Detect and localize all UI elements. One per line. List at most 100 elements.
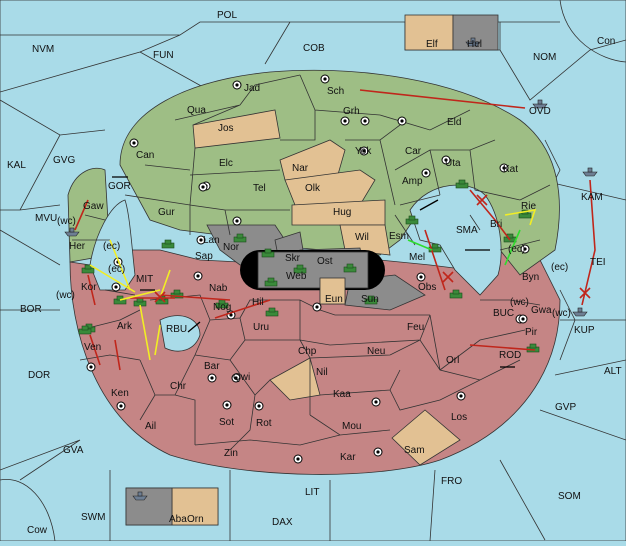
label-red-hil: Hil bbox=[252, 297, 264, 308]
support-lines bbox=[504, 208, 537, 226]
label-green-grh: Grh bbox=[343, 106, 360, 117]
label-green-amp: Amp bbox=[402, 176, 423, 187]
supply-center-dot bbox=[502, 166, 506, 170]
label-sea-mit: MIT bbox=[136, 274, 153, 285]
army-icon[interactable] bbox=[405, 215, 419, 225]
army-icon[interactable] bbox=[449, 289, 463, 299]
label-green-esm: Esm bbox=[389, 231, 409, 242]
army-icon[interactable] bbox=[233, 233, 247, 243]
label-sea-rbu: RBU bbox=[166, 324, 187, 335]
label-red-gwa: Gwa bbox=[531, 305, 552, 316]
label-red-orl: Orl bbox=[446, 355, 459, 366]
order-arrow-icon bbox=[359, 89, 526, 109]
label-sea-fro: FRO bbox=[441, 476, 462, 487]
order-arrow-icon bbox=[581, 179, 596, 306]
prov-nar[interactable] bbox=[279, 139, 346, 186]
label-green-sap: Sap bbox=[195, 251, 213, 262]
supply-center-dot bbox=[444, 158, 448, 162]
label-sea-gvg: GVG bbox=[53, 155, 75, 166]
army-icon[interactable] bbox=[293, 264, 307, 274]
prov-elf[interactable] bbox=[404, 14, 454, 51]
army-icon[interactable] bbox=[343, 263, 357, 273]
supply-center-dot bbox=[132, 141, 136, 145]
army-icon[interactable] bbox=[81, 264, 95, 274]
supply-center-dot bbox=[235, 219, 239, 223]
prov-olk[interactable] bbox=[284, 169, 376, 206]
label-coast-ec: (ec) bbox=[103, 241, 120, 252]
fleet-icon[interactable] bbox=[572, 307, 588, 317]
prov-jos[interactable] bbox=[192, 109, 281, 149]
fleet-icon[interactable] bbox=[465, 37, 481, 47]
order-arrow-icon bbox=[159, 294, 231, 301]
label-grey-aba: Aba bbox=[169, 514, 187, 525]
army-icon[interactable] bbox=[455, 179, 469, 189]
prov-sam[interactable] bbox=[391, 409, 461, 466]
supply-center-dot bbox=[362, 149, 366, 153]
label-sea-nom: NOM bbox=[533, 52, 556, 63]
prov-aba[interactable] bbox=[125, 487, 173, 526]
fleet-icon[interactable] bbox=[532, 99, 548, 109]
label-sea-kam: KAM bbox=[581, 192, 603, 203]
label-green-can: Can bbox=[136, 150, 154, 161]
label-sea-fun: FUN bbox=[153, 50, 174, 61]
label-green-car: Car bbox=[405, 146, 422, 157]
prov-wil[interactable] bbox=[339, 224, 391, 256]
supply-center-dot bbox=[235, 83, 239, 87]
label-sea-tei: TEI bbox=[590, 257, 606, 268]
label-red-bar: Bar bbox=[204, 361, 220, 372]
army-icon[interactable] bbox=[265, 307, 279, 317]
supply-center-dot bbox=[523, 247, 527, 251]
label-grey-hel: Hel bbox=[467, 39, 482, 50]
label-green-gur: Gur bbox=[158, 207, 175, 218]
supply-center-dot bbox=[201, 185, 205, 189]
supply-center-dot bbox=[374, 400, 378, 404]
order-arrow-icon bbox=[424, 229, 446, 291]
label-coast-wc: (wc) bbox=[510, 297, 529, 308]
label-green-tel: Tel bbox=[253, 183, 266, 194]
label-sea-alt: ALT bbox=[604, 366, 622, 377]
fleet-icon[interactable] bbox=[132, 491, 148, 501]
label-green-bri: Bri bbox=[490, 219, 502, 230]
order-arrow-icon bbox=[469, 344, 536, 351]
fleet-icon[interactable] bbox=[582, 167, 598, 177]
label-green-yok: Yok bbox=[355, 146, 372, 157]
label-red-sot: Sot bbox=[219, 417, 234, 428]
label-coast-wc: (wc) bbox=[552, 308, 571, 319]
label-red-rot: Rot bbox=[256, 418, 272, 429]
label-grey-web: Web bbox=[286, 271, 307, 282]
label-coast-wc: (wc) bbox=[56, 290, 75, 301]
label-tan-sam: Sam bbox=[404, 445, 425, 456]
convoy-arrow-icon bbox=[112, 176, 515, 368]
label-tan-jos: Jos bbox=[218, 123, 234, 134]
supply-center-dot bbox=[459, 394, 463, 398]
order-arrow-icon bbox=[87, 274, 121, 371]
fleet-icon[interactable] bbox=[64, 227, 80, 237]
supply-center-dot bbox=[315, 305, 319, 309]
label-red-neu: Neu bbox=[367, 346, 385, 357]
label-tan-nar: Nar bbox=[292, 163, 309, 174]
order-arrow-icon bbox=[74, 199, 89, 231]
prov-orn[interactable] bbox=[171, 487, 219, 526]
supply-center-dot bbox=[89, 365, 93, 369]
label-red-chp: Chp bbox=[298, 346, 317, 357]
label-coast-wc: (wc) bbox=[57, 216, 76, 227]
label-tan-wil: Wil bbox=[355, 232, 369, 243]
label-coast-ec: (ec) bbox=[508, 244, 525, 255]
label-sea-nvm: NVM bbox=[32, 44, 54, 55]
label-red-los: Los bbox=[451, 412, 467, 423]
army-icon[interactable] bbox=[264, 277, 278, 287]
label-sea-ovd: OVD bbox=[529, 106, 551, 117]
label-sea-kup: KUP bbox=[574, 325, 595, 336]
label-red-ven: Ven bbox=[84, 342, 101, 353]
army-icon[interactable] bbox=[261, 248, 275, 258]
army-icon[interactable] bbox=[78, 325, 92, 335]
army-icon[interactable] bbox=[364, 295, 378, 305]
label-tan-nil: Nil bbox=[316, 367, 328, 378]
rbu-lake bbox=[159, 315, 201, 352]
supply-center-dot bbox=[210, 376, 214, 380]
prov-eun-overlay bbox=[319, 277, 346, 305]
supply-center-dot bbox=[323, 77, 327, 81]
army-icon[interactable] bbox=[161, 239, 175, 249]
label-green-mel: Mel bbox=[409, 252, 425, 263]
label-green-byn: Byn bbox=[522, 272, 539, 283]
